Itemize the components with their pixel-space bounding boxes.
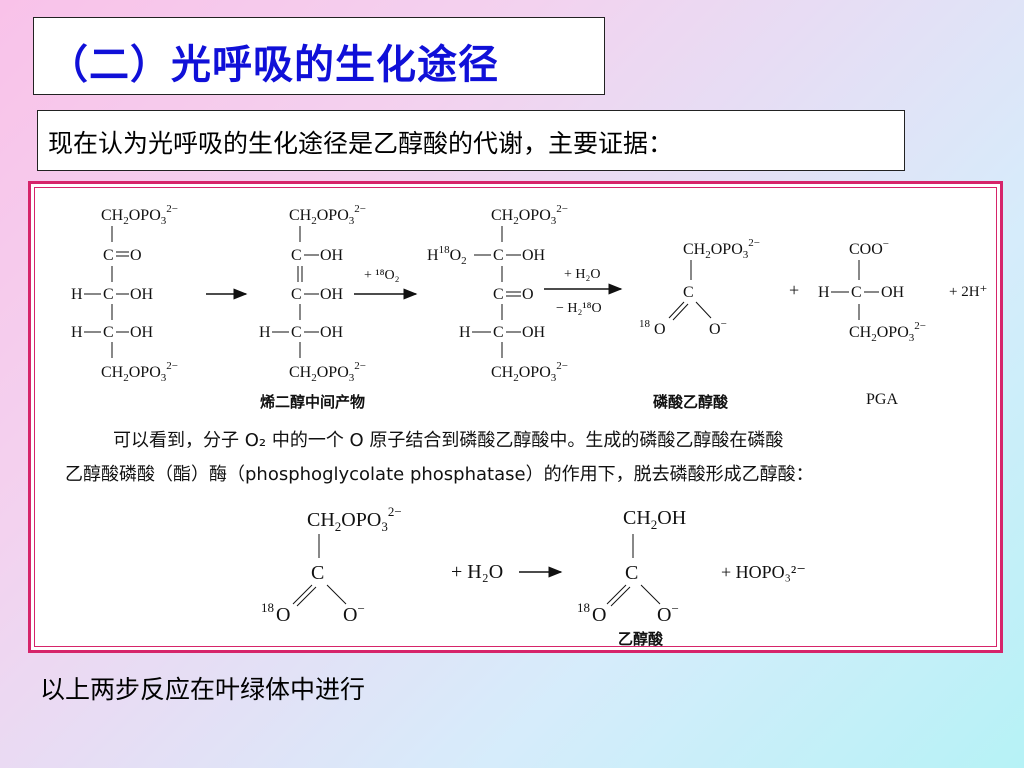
svg-text:18: 18 xyxy=(577,600,590,615)
phosphoglycolate-label: 磷酸乙醇酸 xyxy=(653,393,729,411)
enediol-label: 烯二醇中间产物 xyxy=(260,393,365,411)
reagent-minus-h2o: − H₂¹⁸O xyxy=(556,301,602,316)
svg-text:H: H xyxy=(818,284,830,301)
phosphoglycolate: CH2OPO32− C 18 O O− xyxy=(639,237,760,338)
plus-sign: + xyxy=(789,280,799,300)
svg-text:O−: O− xyxy=(343,601,365,626)
svg-text:C: C xyxy=(311,562,324,584)
svg-text:C: C xyxy=(851,284,862,301)
svg-text:H: H xyxy=(459,324,471,341)
svg-text:C: C xyxy=(493,286,504,303)
reaction-diagram: CH2OPO32− C O H C OH H C OH CH2OPO32− CH… xyxy=(65,203,987,648)
svg-text:C: C xyxy=(103,286,114,303)
svg-text:CH2OPO32−: CH2OPO32− xyxy=(289,360,366,384)
reaction2-substrate: CH2OPO32− C 18 O O− xyxy=(261,504,402,626)
protons: + 2H⁺ xyxy=(949,284,987,300)
svg-text:COO−: COO− xyxy=(849,238,889,258)
glycolate-label: 乙醇酸 xyxy=(618,630,664,648)
reaction2-byproduct: + HOPO₃²⁻ xyxy=(721,562,806,582)
peroxide-intermediate: CH2OPO32− H18O2 C OH C O H C OH CH2OPO32… xyxy=(427,203,568,384)
reaction2-reagent: + H₂O xyxy=(451,561,503,583)
svg-text:CH2OPO32−: CH2OPO32− xyxy=(307,504,402,534)
svg-text:C: C xyxy=(291,324,302,341)
reaction2-glycolate: CH2OH C 18 O O− xyxy=(577,507,686,626)
explanation-line-2: 乙醇酸磷酸（酯）酶（phosphoglycolate phosphatase）的… xyxy=(65,464,814,485)
subtitle-text: 现在认为光呼吸的生化途径是乙醇酸的代谢，主要证据： xyxy=(48,129,674,158)
rubp-c-o: C xyxy=(103,247,114,264)
svg-text:C: C xyxy=(625,562,638,584)
svg-text:OH: OH xyxy=(130,286,154,303)
svg-text:OH: OH xyxy=(522,324,546,341)
page-title: （二）光呼吸的生化途径 xyxy=(48,42,499,88)
svg-text:O: O xyxy=(592,604,606,626)
svg-text:OH: OH xyxy=(320,286,344,303)
svg-text:OH: OH xyxy=(522,247,546,264)
svg-text:O: O xyxy=(654,321,666,338)
svg-text:O: O xyxy=(276,604,290,626)
subtitle-box: 现在认为光呼吸的生化途径是乙醇酸的代谢，主要证据： xyxy=(37,110,905,171)
svg-text:CH2OH: CH2OH xyxy=(623,507,686,532)
svg-text:C: C xyxy=(291,286,302,303)
svg-text:H: H xyxy=(259,324,271,341)
svg-text:OH: OH xyxy=(320,324,344,341)
svg-text:18: 18 xyxy=(261,600,274,615)
title-box: （二）光呼吸的生化途径 xyxy=(33,17,605,95)
footer-note: 以上两步反应在叶绿体中进行 xyxy=(40,675,366,704)
svg-text:H: H xyxy=(71,324,83,341)
substrate-rubp: CH2OPO32− C O H C OH H C OH CH2OPO32− xyxy=(71,203,178,384)
svg-text:OH: OH xyxy=(881,284,905,301)
explanation-line-1: 可以看到，分子 O₂ 中的一个 O 原子结合到磷酸乙醇酸中。生成的磷酸乙醇酸在磷… xyxy=(113,430,783,451)
svg-text:C: C xyxy=(493,247,504,264)
svg-text:C: C xyxy=(291,247,302,264)
svg-text:H18O2: H18O2 xyxy=(427,244,467,267)
svg-text:C: C xyxy=(493,324,504,341)
svg-text:O: O xyxy=(522,286,534,303)
svg-text:CH2OPO32−: CH2OPO32− xyxy=(289,203,366,227)
svg-text:O: O xyxy=(130,247,142,264)
svg-text:OH: OH xyxy=(320,247,344,264)
reaction-figure: CH2OPO32− C O H C OH H C OH CH2OPO32− CH… xyxy=(28,181,1003,653)
pga: COO− H C OH CH2OPO32− xyxy=(818,238,926,344)
svg-text:CH2OPO32−: CH2OPO32− xyxy=(849,320,926,344)
svg-text:C: C xyxy=(683,284,694,301)
svg-text:18: 18 xyxy=(639,318,651,330)
svg-text:OH: OH xyxy=(130,324,154,341)
figure-inner-border xyxy=(34,187,997,647)
pga-label: PGA xyxy=(866,391,898,408)
reagent-h2o: + H₂O xyxy=(564,267,601,282)
svg-text:O−: O− xyxy=(709,318,727,338)
svg-text:CH2OPO32−: CH2OPO32− xyxy=(491,203,568,227)
reagent-o2: + ¹⁸O₂ xyxy=(364,268,400,283)
rubp-ch2opo3-bottom: CH2OPO32− xyxy=(101,360,178,384)
enediol-intermediate: CH2OPO32− C OH C OH H C OH CH2OPO32− xyxy=(259,203,366,384)
svg-text:CH2OPO32−: CH2OPO32− xyxy=(491,360,568,384)
svg-text:O−: O− xyxy=(657,601,679,626)
svg-text:H: H xyxy=(71,286,83,303)
svg-text:CH2OPO32−: CH2OPO32− xyxy=(683,237,760,261)
rubp-ch2opo3-top: CH2OPO32− xyxy=(101,203,178,227)
svg-text:C: C xyxy=(103,324,114,341)
